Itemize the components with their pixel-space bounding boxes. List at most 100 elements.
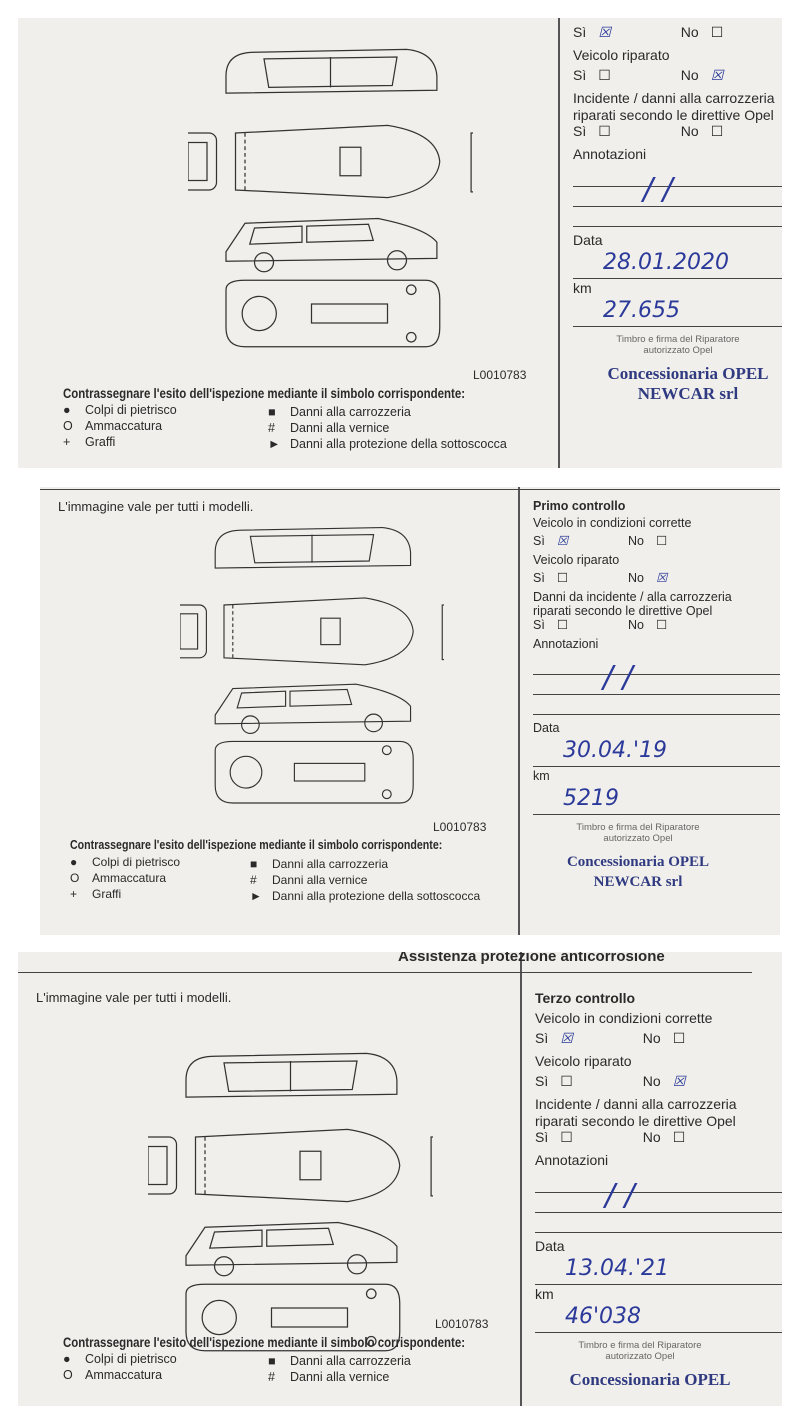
stamp-caption: Timbro e firma del Riparatore autorizzat…	[616, 334, 740, 356]
km-line	[533, 814, 780, 815]
question-damage: Incidente / danni alla carrozzeria	[573, 90, 775, 106]
no-label: No	[628, 534, 645, 548]
date-value[interactable]: 30.04.'19	[563, 738, 668, 763]
legend-symbol-icon: #	[268, 1370, 275, 1384]
yes-checkbox[interactable]: ☐	[598, 123, 611, 139]
legend-item: +Graffi	[63, 435, 115, 449]
yes-label: Sì	[573, 24, 587, 40]
no-checkbox[interactable]: ☒	[710, 67, 724, 83]
stamp-caption: Timbro e firma del Riparatore autorizzat…	[576, 822, 700, 844]
yes-no-row: Sì ☒ No ☐	[535, 1030, 685, 1047]
date-value[interactable]: 13.04.'21	[565, 1256, 670, 1281]
legend-symbol-icon: ●	[63, 1352, 71, 1366]
question-damage: Incidente / danni alla carrozzeria	[535, 1096, 737, 1112]
annotation-line	[533, 694, 780, 695]
yes-no-row: Sì ☒ No ☐	[573, 24, 723, 41]
column-divider	[520, 952, 522, 1406]
no-checkbox[interactable]: ☐	[672, 1129, 686, 1145]
yes-checkbox[interactable]: ☒	[598, 24, 611, 40]
yes-checkbox[interactable]: ☐	[560, 1073, 573, 1089]
legend-item: ■Danni alla carrozzeria	[268, 1354, 411, 1368]
legend-label: Ammaccatura	[85, 419, 163, 433]
dealer-stamp: NEWCAR srl	[593, 874, 683, 890]
yes-label: Sì	[573, 67, 587, 83]
yes-checkbox[interactable]: ☒	[560, 1030, 573, 1046]
no-checkbox[interactable]: ☐	[656, 618, 668, 632]
legend-label: Danni alla vernice	[272, 873, 368, 887]
car-diagram	[177, 38, 499, 356]
legend-item: ■Danni alla carrozzeria	[268, 405, 411, 419]
question-repaired: Veicolo riparato	[533, 553, 620, 567]
km-label: km	[535, 1286, 554, 1302]
car-outline-icon	[177, 48, 499, 348]
yes-label: Sì	[573, 123, 587, 139]
question-damage: Danni da incidente / alla carrozzeria	[533, 590, 732, 604]
annotation-strike: / /	[643, 172, 673, 207]
no-checkbox[interactable]: ☐	[656, 534, 668, 548]
annotations-label: Annotazioni	[533, 637, 599, 651]
yes-label: Sì	[535, 1073, 549, 1089]
question-damage-2: riparati secondo le direttive Opel	[533, 604, 713, 618]
yes-checkbox[interactable]: ☐	[556, 618, 569, 632]
legend-label: Danni alla protezione della sottoscocca	[290, 437, 507, 451]
no-checkbox[interactable]: ☒	[656, 571, 668, 585]
legend-label: Danni alla carrozzeria	[290, 1354, 411, 1368]
legend-label: Danni alla vernice	[290, 1370, 390, 1384]
yes-checkbox[interactable]: ☐	[560, 1129, 573, 1145]
yes-checkbox[interactable]: ☐	[556, 571, 569, 585]
dealer-stamp: Concessionaria OPEL	[607, 364, 769, 383]
km-value[interactable]: 27.655	[603, 298, 680, 323]
legend-symbol-icon: ■	[250, 857, 258, 871]
legend-symbol-icon: ●	[70, 855, 78, 869]
legend-label: Ammaccatura	[85, 1368, 163, 1382]
question-condition: Veicolo in condizioni corrette	[535, 1010, 713, 1026]
column-divider	[558, 18, 560, 468]
question-damage-2: riparati secondo le direttive Opel	[535, 1113, 736, 1129]
km-value[interactable]: 5219	[563, 786, 619, 811]
legend-label: Graffi	[85, 435, 116, 449]
dealer-stamp: NEWCAR srl	[637, 384, 739, 403]
legend-title: Contrassegnare l'esito dell'ispezione me…	[70, 838, 443, 852]
legend-label: Danni alla vernice	[290, 421, 390, 435]
yes-label: Sì	[533, 534, 545, 548]
question-damage-2: riparati secondo le direttive Opel	[573, 107, 774, 123]
no-label: No	[680, 24, 699, 40]
no-checkbox[interactable]: ☐	[710, 123, 724, 139]
legend-label: Graffi	[92, 887, 122, 901]
no-label: No	[642, 1030, 661, 1046]
date-line	[533, 766, 780, 767]
no-label: No	[680, 123, 699, 139]
km-value[interactable]: 46'038	[565, 1304, 642, 1329]
no-checkbox[interactable]: ☐	[710, 24, 724, 40]
car-diagram	[170, 517, 468, 812]
km-line	[573, 326, 782, 327]
km-label: km	[533, 769, 550, 783]
legend-symbol-icon: ●	[63, 403, 71, 417]
check-heading: Primo controllo	[533, 499, 626, 513]
date-label: Data	[535, 1238, 565, 1254]
annotation-line	[573, 206, 782, 207]
yes-no-row: Sì☐No☐	[535, 1129, 685, 1146]
annotation-line	[533, 674, 780, 675]
yes-checkbox[interactable]: ☐	[598, 67, 611, 83]
legend-symbol-icon: ■	[268, 405, 276, 419]
yes-no-row: Sì ☐ No ☐	[573, 123, 723, 140]
yes-checkbox[interactable]: ☒	[556, 534, 569, 548]
no-label: No	[628, 571, 645, 585]
check-column: Veicolo in condizioni corretteSì☒No☐Veic…	[573, 18, 782, 468]
annotations-label: Annotazioni	[535, 1152, 609, 1168]
car-diagram	[137, 1042, 459, 1360]
date-value[interactable]: 28.01.2020	[603, 250, 729, 275]
yes-no-row: Sì☐No☒	[535, 1073, 685, 1090]
no-checkbox[interactable]: ☐	[672, 1030, 686, 1046]
car-outline-icon	[137, 1052, 459, 1352]
yes-label: Sì	[535, 1030, 549, 1046]
legend-item: ●Colpi di pietrisco	[63, 403, 177, 417]
annotation-line	[573, 226, 782, 227]
no-checkbox[interactable]: ☒	[672, 1073, 686, 1089]
legend-title: Contrassegnare l'esito dell'ispezione me…	[63, 386, 466, 401]
legend-item: ●Colpi di pietrisco	[70, 855, 180, 869]
